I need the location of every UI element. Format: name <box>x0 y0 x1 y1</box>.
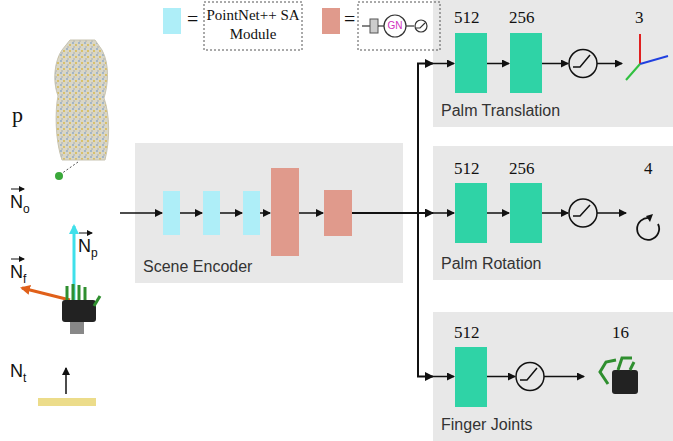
encoder-panel: Scene Encoder <box>135 143 403 283</box>
panel-ground <box>433 0 673 127</box>
output-size: 3 <box>635 9 644 26</box>
output-size: 4 <box>644 160 653 177</box>
layer-width: 512 <box>454 324 480 341</box>
output-size: 16 <box>612 324 629 341</box>
layer-width: 256 <box>509 160 535 177</box>
panel-ground <box>433 146 673 280</box>
object-label: p <box>12 104 23 126</box>
panel-title: Scene Encoder <box>143 258 252 276</box>
normal-subscript: o <box>23 203 30 215</box>
normal-subscript: f <box>23 273 26 285</box>
normal-subscript: p <box>91 247 98 259</box>
panel-title: Palm Translation <box>441 102 560 120</box>
panel-title: Finger Joints <box>441 416 533 434</box>
normal-symbol: N <box>78 237 91 255</box>
equals-sign: = <box>344 9 355 29</box>
legend-text: PointNet++ SA Module <box>206 6 300 44</box>
layer-width: 512 <box>454 9 480 26</box>
normal-subscript: t <box>23 372 26 384</box>
panel-ground <box>135 143 403 283</box>
layer-width: 256 <box>509 9 535 26</box>
normal-symbol: N <box>10 193 23 211</box>
group-norm-label: GN <box>388 21 403 31</box>
equals-sign: = <box>187 9 198 29</box>
panel-ground <box>433 312 673 441</box>
branch-arrow <box>403 64 433 214</box>
legend-swatch <box>163 8 181 34</box>
normal-symbol: N <box>10 263 23 281</box>
layer-width: 512 <box>454 160 480 177</box>
normal-symbol: N <box>10 362 23 380</box>
panel-title: Palm Rotation <box>441 255 542 273</box>
branch-arrow <box>403 213 433 377</box>
